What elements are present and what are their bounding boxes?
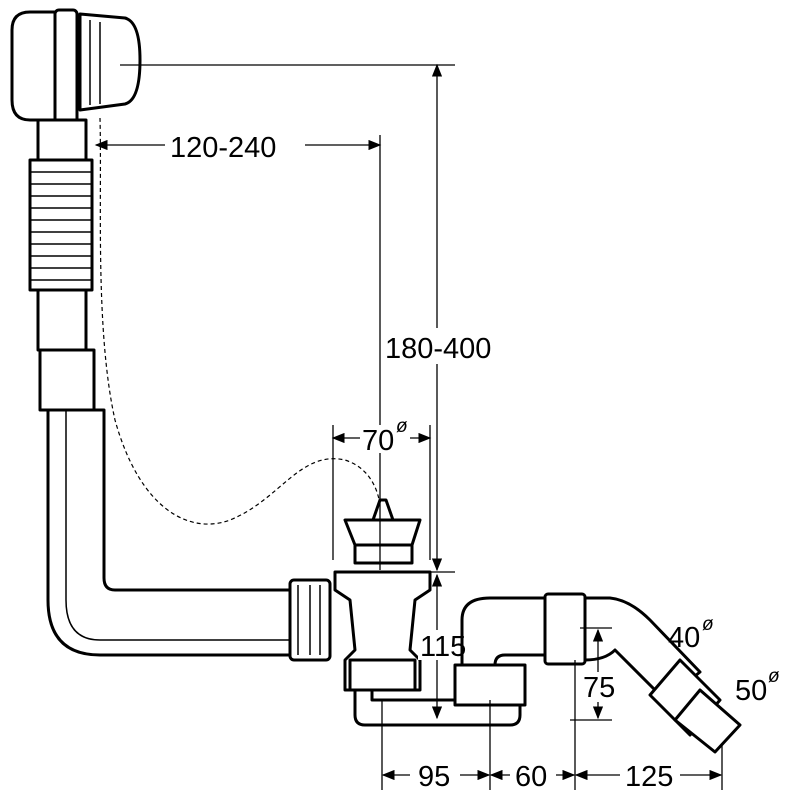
- dimension-lines: [94, 63, 723, 790]
- dimension-drain-diameter: 70: [362, 425, 394, 457]
- dimension-horizontal-2: 60: [515, 761, 547, 793]
- drain-plug: [343, 498, 422, 565]
- outlet-pipe: [460, 592, 742, 754]
- overflow-head: [10, 8, 142, 127]
- plug-chain: [99, 117, 381, 525]
- dimension-outlet-diameter-inner: 40: [668, 622, 700, 654]
- dimension-outlet-diameter-outer: 50: [735, 675, 767, 707]
- dimension-outlet-height: 75: [583, 672, 615, 704]
- dimension-horizontal-1: 95: [418, 761, 450, 793]
- diameter-symbol: ø: [768, 666, 780, 687]
- dimension-height-range: 180-400: [385, 333, 491, 365]
- diameter-symbol: ø: [396, 416, 408, 437]
- diameter-symbol: ø: [702, 614, 714, 635]
- dimension-horizontal-3: 125: [625, 761, 673, 793]
- dimension-overflow-offset: 120-240: [170, 132, 276, 164]
- dimension-drain-height: 115: [420, 631, 466, 663]
